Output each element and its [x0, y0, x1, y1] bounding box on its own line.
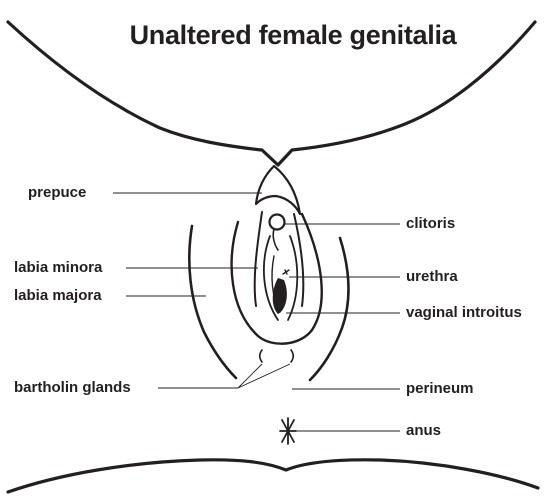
label-bartholin-glands: bartholin glands — [14, 379, 131, 397]
leader-bartholin-right — [238, 364, 290, 388]
bartholin-gland-mark-left — [260, 350, 262, 362]
label-labia-majora: labia majora — [14, 287, 102, 305]
label-clitoris: clitoris — [406, 215, 455, 233]
labia-majora-outline — [232, 214, 322, 344]
diagram-title: Unaltered female genitalia — [0, 20, 546, 51]
left-thigh-outline — [189, 226, 236, 378]
urethra-mark — [283, 270, 289, 274]
right-thigh-outline — [310, 238, 349, 380]
prepuce-outline — [256, 166, 300, 214]
hood-fold-left — [255, 212, 262, 306]
label-perineum: perineum — [406, 380, 474, 398]
vaginal-introitus-shape — [273, 278, 287, 314]
clitoris-shaft — [273, 229, 278, 250]
label-vaginal-introitus: vaginal introitus — [406, 304, 522, 322]
label-labia-minora: labia minora — [14, 259, 102, 277]
label-prepuce: prepuce — [28, 184, 86, 202]
leader-bartholin-left — [238, 364, 262, 388]
clitoris-shape — [270, 215, 285, 230]
label-anus: anus — [406, 422, 441, 440]
lower-body-outline — [8, 460, 538, 492]
bartholin-gland-mark-right — [291, 350, 293, 362]
labia-minora-right — [288, 236, 297, 320]
label-urethra: urethra — [406, 268, 458, 286]
